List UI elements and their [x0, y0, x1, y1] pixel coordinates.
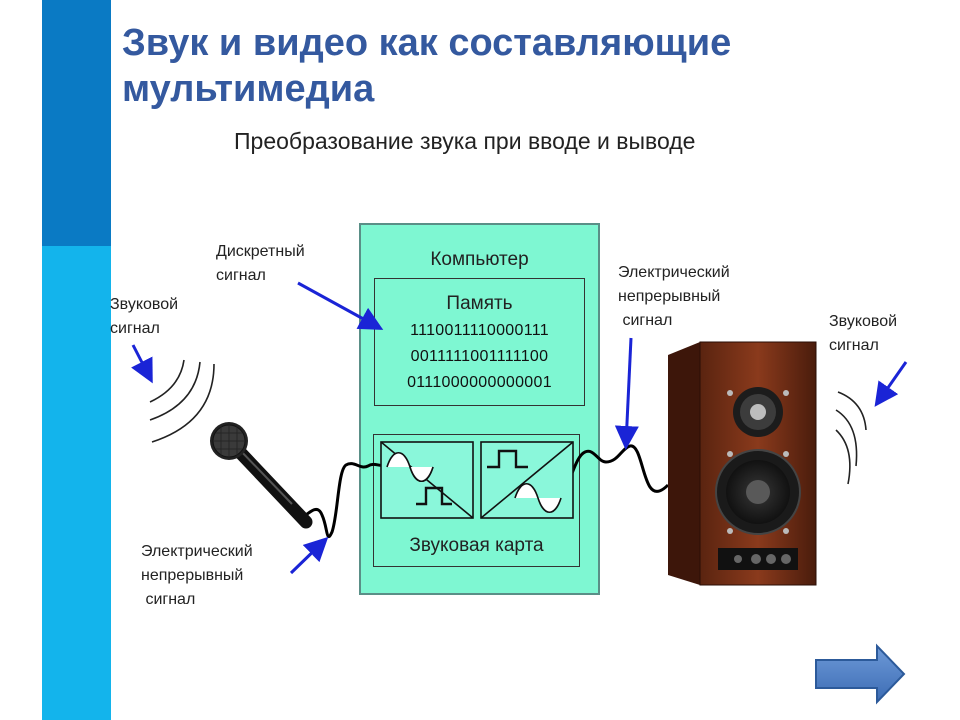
electric-signal-bottom-label: Электрический непрерывный сигнал: [141, 543, 253, 608]
speaker-icon: [668, 341, 817, 586]
sound-card-box: [373, 434, 580, 567]
arrow-electric-top: [614, 337, 639, 450]
arrow-electric-bottom: [289, 536, 329, 575]
memory-label: Память: [446, 293, 513, 314]
sound-wave-icon-left: [149, 359, 215, 443]
cable-computer-to-speaker: [563, 444, 670, 493]
cable-mic-to-computer: [301, 460, 392, 539]
arrow-sound-left: [131, 344, 153, 384]
adc-block: [380, 441, 474, 519]
computer-box: [359, 223, 600, 595]
pointer-arrows: [131, 281, 908, 575]
sound-signal-right-label: Звуковой сигнал: [829, 313, 898, 354]
sound-card-label: Звуковая карта: [409, 535, 544, 556]
slide-subtitle: Преобразование звука при вводе и выводе: [234, 128, 696, 154]
computer-label: Компьютер: [430, 249, 529, 270]
next-arrow-icon[interactable]: [815, 643, 906, 705]
microphone-icon: [210, 422, 313, 529]
discrete-signal-label: Дискретный сигнал: [216, 243, 305, 284]
electric-signal-top-label: Электрический непрерывный сигнал: [618, 264, 730, 329]
memory-bits-row-2: 0011111001111100: [410, 348, 549, 365]
sound-signal-left-label: Звуковой сигнал: [110, 296, 179, 337]
sidebar-dark-bar: [42, 0, 111, 246]
sound-wave-icon-right: [835, 391, 867, 485]
memory-bits-row-1: 1110011110000111: [410, 322, 549, 339]
arrow-discrete: [297, 281, 384, 330]
sidebar-light-bar: [42, 246, 111, 720]
arrow-sound-right: [874, 361, 908, 407]
slide-title: Звук и видео как составляющие мультимеди…: [122, 22, 732, 110]
memory-bits-row-3: 0111000000000001: [407, 374, 552, 391]
dac-block: [480, 441, 574, 519]
memory-box: [374, 278, 585, 406]
